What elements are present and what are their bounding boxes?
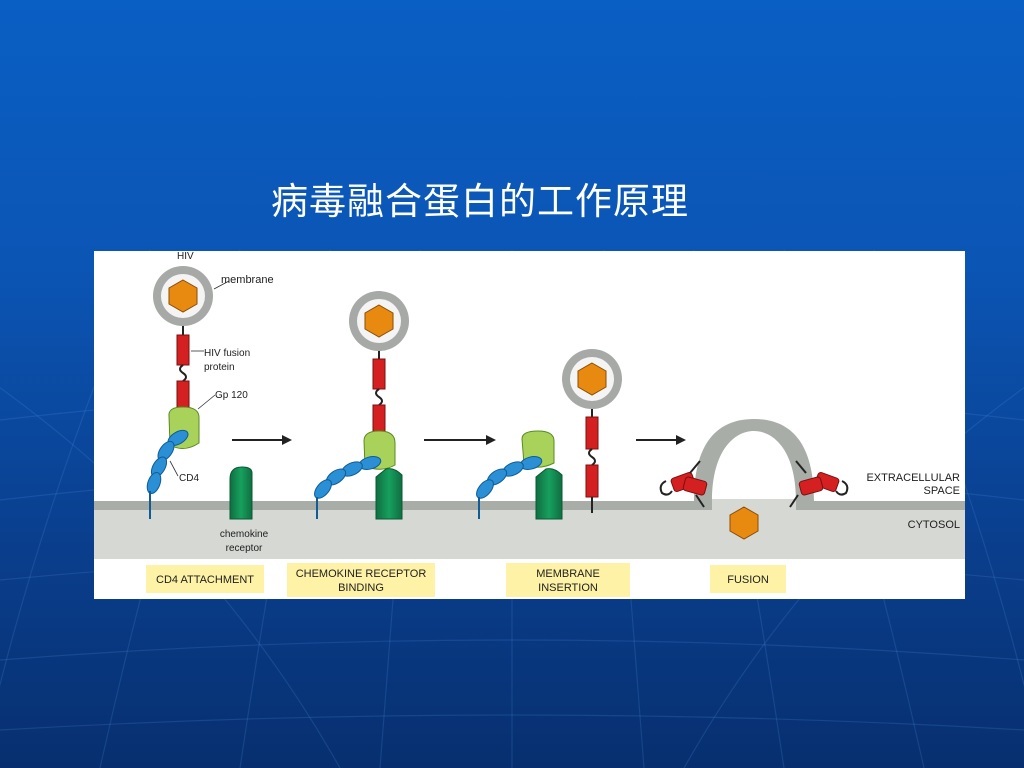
chemokine-receptor [375,468,403,520]
arrow-3 [636,435,686,445]
diagram-panel: HIV membrane HIV fusion protein Gp 120 C… [94,251,965,599]
cd4-label: CD4 [179,473,199,484]
released-capsid [729,506,759,540]
gp120-label: Gp 120 [215,390,248,401]
cytosol-label: CYTOSOL [908,519,960,531]
hiv-fusion-protein-upper [176,334,190,366]
cd4-receptor [314,456,382,499]
hiv-virion [562,349,622,409]
stage-label-3: MEMBRANE INSERTION [506,563,630,597]
stage-label-3-text-line2: INSERTION [538,582,598,594]
stage-label-3-text-line1: MEMBRANE [536,568,600,580]
fusion-peptide-coil [588,448,596,466]
hiv-fusion-protein-lower [585,464,599,498]
stage-3-membrane-insertion [476,349,622,520]
hiv-fusion-protein-label-line1: HIV fusion [204,348,250,359]
stage-label-2-text-line2: BINDING [338,582,384,594]
stage-2-chemokine-receptor-binding [314,291,409,520]
stage-4-fusion [659,419,849,540]
chemokine-receptor-label-line1: chemokine [220,529,269,540]
hiv-fusion-protein-label-line2: protein [204,362,235,373]
chemokine-receptor [535,468,563,520]
hiv-fusion-protein-upper [372,358,386,390]
fusion-protein-hairpin-right [789,460,849,508]
slide-title: 病毒融合蛋白的工作原理 [271,180,689,223]
chemokine-receptor-label-line2: receptor [226,543,263,554]
stage-label-1: CD4 ATTACHMENT [146,565,264,593]
extracellular-space-label-line1: EXTRACELLULAR [866,472,960,484]
cd4-receptor [146,429,189,495]
arrow-2 [424,435,496,445]
hiv-virion [349,291,409,351]
hiv-fusion-diagram: HIV membrane HIV fusion protein Gp 120 C… [94,251,965,597]
cd4-receptor [476,456,543,499]
hiv-virion [153,266,213,326]
fusion-peptide-coil [375,388,383,406]
hiv-label: HIV [177,251,194,262]
fusion-peptide-coil [179,364,187,382]
fused-membrane-dome [694,419,814,501]
stage-label-4-text: FUSION [727,574,769,586]
stage-label-1-text: CD4 ATTACHMENT [156,574,254,586]
fusion-protein-hairpin-left [659,460,708,508]
stage-label-2-text-line1: CHEMOKINE RECEPTOR [296,568,427,580]
plasma-membrane [94,501,965,510]
extracellular-space-label-line2: SPACE [924,485,960,497]
stage-label-2: CHEMOKINE RECEPTOR BINDING [287,563,435,597]
membrane-label: membrane [221,274,274,286]
fusion-pore-cytosol [712,499,796,511]
chemokine-receptor [229,466,253,520]
stage-1-cd4-attachment: HIV membrane HIV fusion protein Gp 120 C… [146,251,274,554]
hiv-fusion-protein-upper [585,416,599,450]
stage-label-4: FUSION [710,565,786,593]
hiv-fusion-protein-lower [372,404,386,434]
arrow-1 [232,435,292,445]
